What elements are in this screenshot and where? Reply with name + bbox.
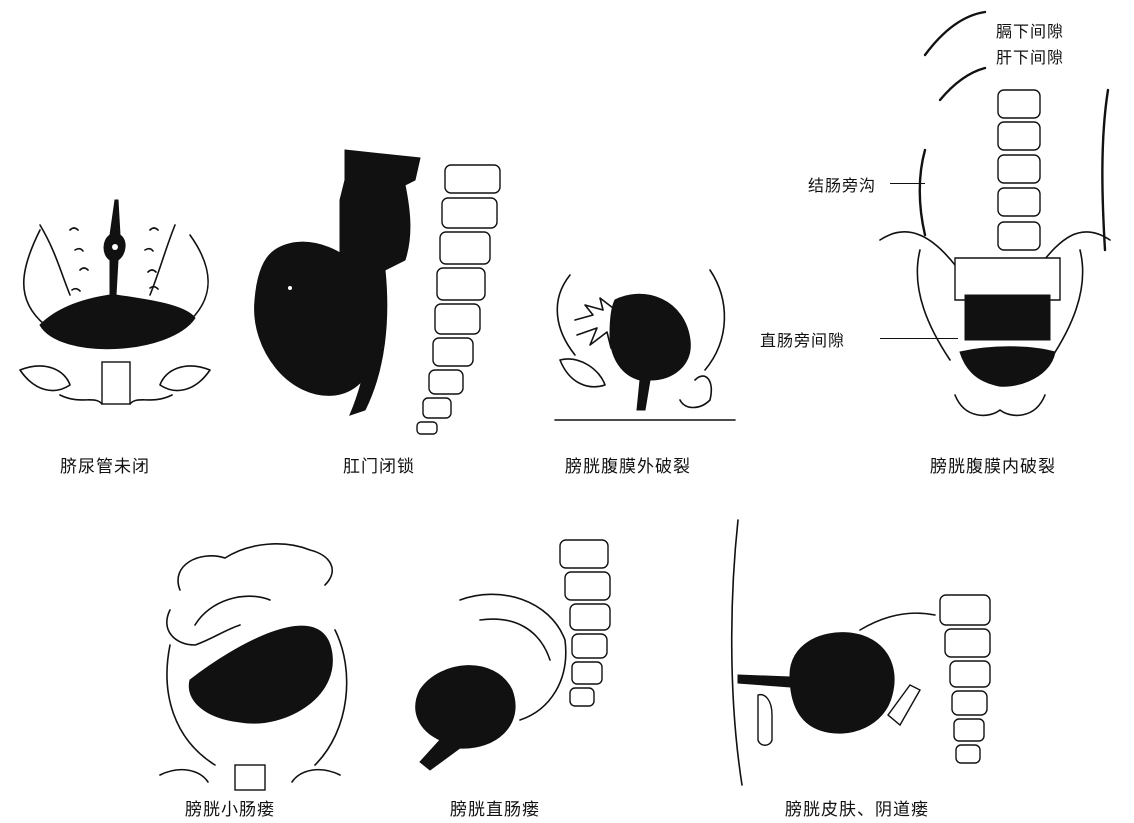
extraperitoneal-rupture-illustration <box>554 269 736 421</box>
figure-vesico-intestinal-fistula: 膀胱小肠瘘 <box>140 530 380 823</box>
label-paracolic: 结肠旁沟 <box>808 176 877 195</box>
leader-pararectal <box>880 338 958 339</box>
sacrum-vertebrae <box>559 539 611 707</box>
vesico-rectal-fistula-illustration <box>415 539 611 771</box>
label-subhepatic: 肝下间隙 <box>996 48 1065 67</box>
caption-urachus: 脐尿管未闭 <box>60 457 150 477</box>
caption-extraperitoneal-rupture: 膀胱腹膜外破裂 <box>565 457 691 477</box>
vesico-cutaneous-vaginal-fistula-illustration <box>730 519 991 786</box>
caption-vesico-cutaneous-vaginal-fistula: 膀胱皮肤、阴道瘘 <box>785 800 929 820</box>
extravasation-pattern <box>574 297 614 349</box>
figure-extraperitoneal-rupture: 膀胱腹膜外破裂 <box>545 260 745 480</box>
caption-anal-atresia: 肛门闭锁 <box>343 457 415 477</box>
anal-atresia-illustration <box>254 149 501 435</box>
label-pararectal: 直肠旁间隙 <box>760 331 846 350</box>
figure-urachus: 脐尿管未闭 <box>0 180 230 480</box>
label-subphrenic: 膈下间隙 <box>996 22 1065 41</box>
leader-paracolic <box>890 183 925 184</box>
figure-anal-atresia: 肛门闭锁 <box>245 140 535 480</box>
caption-intraperitoneal-rupture: 膀胱腹膜内破裂 <box>930 457 1056 477</box>
sacrum-vertebrae <box>939 594 991 764</box>
intraperitoneal-rupture-illustration <box>879 10 1111 417</box>
figure-vesico-cutaneous-vaginal-fistula: 膀胱皮肤、阴道瘘 <box>720 515 1040 823</box>
figure-vesico-rectal-fistula: 膀胱直肠瘘 <box>400 530 660 823</box>
caption-vesico-rectal-fistula: 膀胱直肠瘘 <box>450 800 540 820</box>
sacrum-vertebrae <box>416 164 501 435</box>
urachus-illustration <box>19 199 211 405</box>
figure-intraperitoneal-rupture: 膈下间隙 肝下间隙 结肠旁沟 直肠旁间隙 膀胱腹膜内破裂 <box>760 0 1130 480</box>
caption-vesico-intestinal-fistula: 膀胱小肠瘘 <box>185 800 275 820</box>
lumbar-spine <box>997 89 1041 251</box>
vesico-intestinal-fistula-illustration <box>159 543 348 791</box>
